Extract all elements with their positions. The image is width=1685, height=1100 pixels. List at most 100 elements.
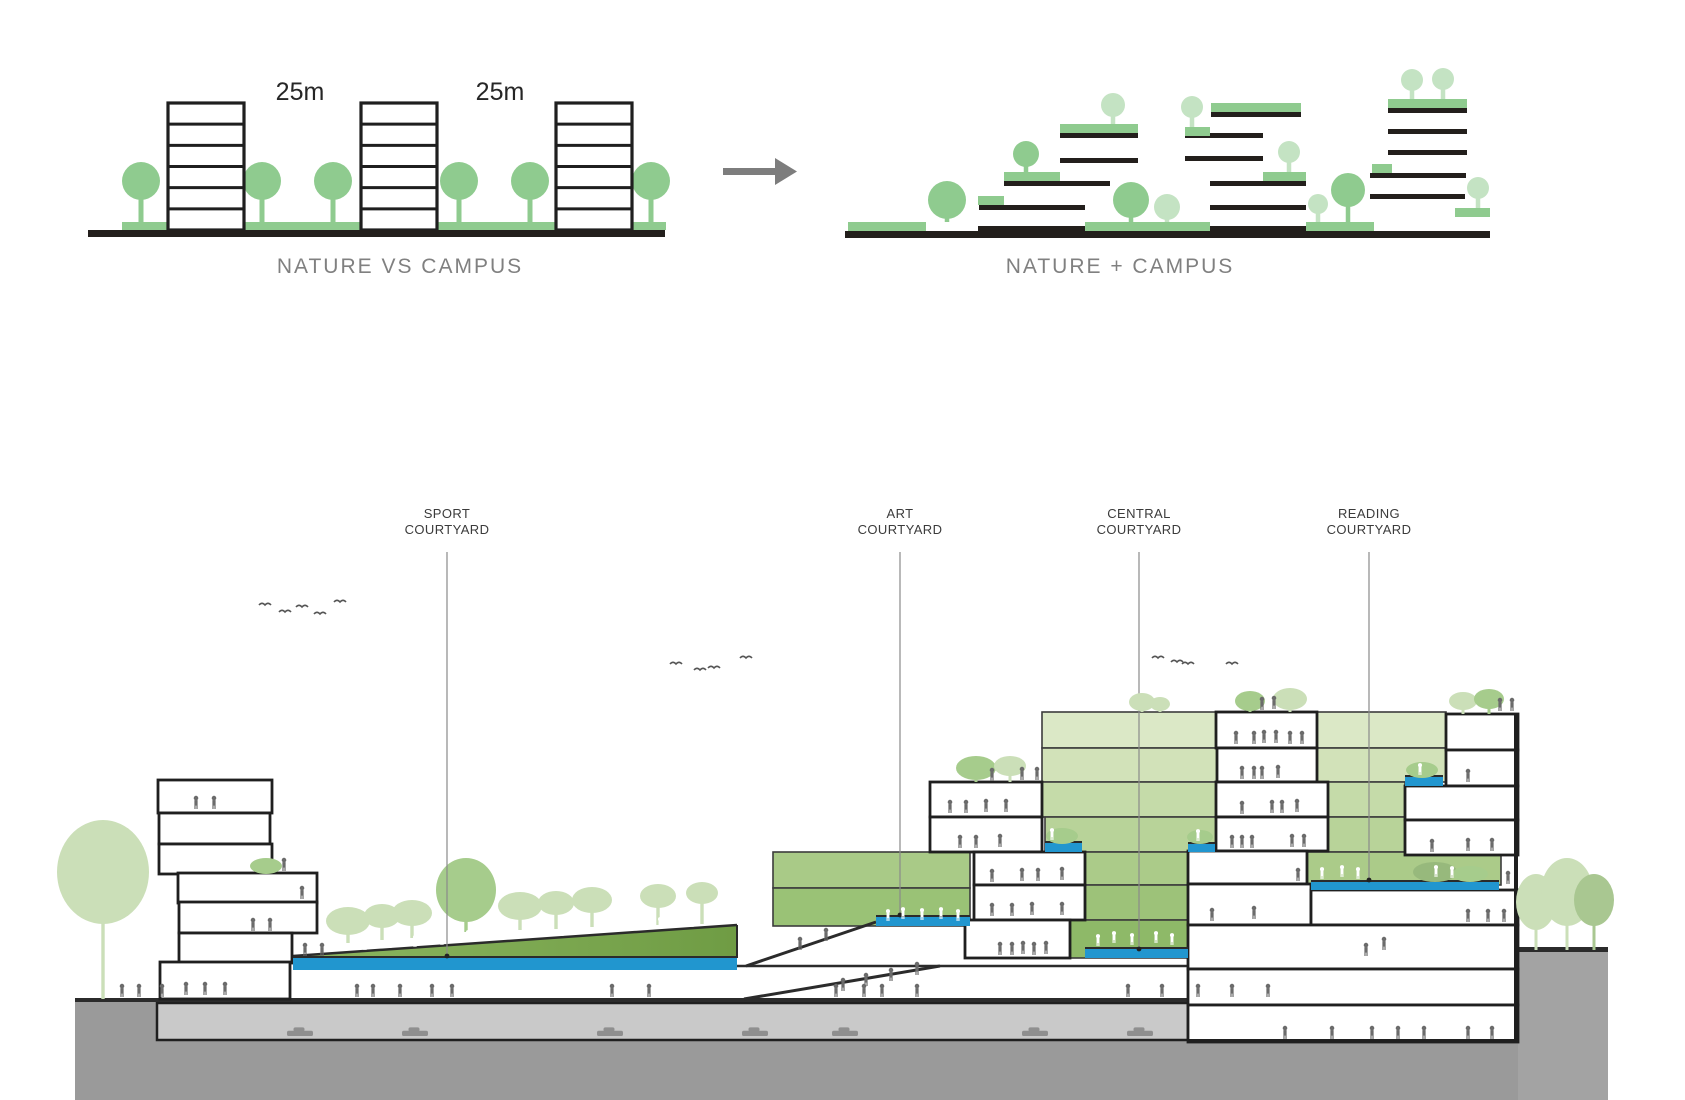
shape bbox=[212, 800, 216, 806]
shape bbox=[203, 986, 207, 992]
shape bbox=[590, 900, 594, 927]
shape bbox=[1260, 775, 1262, 779]
shape bbox=[184, 986, 188, 992]
tree-icon bbox=[1181, 96, 1203, 127]
shape bbox=[214, 805, 216, 809]
shape bbox=[917, 971, 919, 975]
shape bbox=[1489, 837, 1495, 843]
floor-box bbox=[1403, 784, 1520, 822]
terrace-bar bbox=[1004, 181, 1110, 186]
shape bbox=[413, 943, 415, 947]
shape bbox=[259, 181, 265, 222]
shape bbox=[939, 911, 943, 917]
floor-box bbox=[1186, 967, 1520, 1007]
shape bbox=[466, 938, 468, 942]
courtyard-leader-lines bbox=[444, 552, 1372, 959]
shape bbox=[160, 988, 164, 994]
grass-pad bbox=[1060, 124, 1138, 133]
shape bbox=[1252, 735, 1256, 741]
tree-icon bbox=[326, 907, 370, 943]
shape bbox=[120, 988, 124, 994]
shape bbox=[994, 756, 1026, 776]
shape bbox=[1450, 874, 1452, 878]
shape bbox=[826, 937, 828, 941]
person-icon bbox=[1049, 828, 1055, 840]
shape bbox=[689, 915, 695, 920]
terrace-bar bbox=[1185, 156, 1263, 161]
water-strips bbox=[293, 775, 1499, 970]
tree-icon bbox=[243, 162, 281, 222]
shape bbox=[1272, 809, 1274, 813]
shape bbox=[1490, 1035, 1492, 1039]
terrace-bar bbox=[1210, 205, 1306, 210]
shape bbox=[920, 912, 924, 918]
dimension-label-25m-2: 25m bbox=[475, 78, 525, 106]
shape bbox=[268, 922, 272, 928]
shape bbox=[596, 929, 598, 933]
bird-icon bbox=[313, 611, 327, 616]
shape bbox=[1187, 830, 1213, 844]
water-edge bbox=[1085, 947, 1188, 949]
tree-icon bbox=[436, 858, 496, 932]
shape bbox=[1230, 839, 1234, 845]
shape bbox=[956, 913, 960, 919]
shape bbox=[1381, 936, 1387, 942]
shape bbox=[841, 987, 843, 991]
tree-icon bbox=[632, 162, 670, 222]
shape bbox=[1259, 765, 1265, 771]
shape bbox=[646, 983, 652, 989]
shape bbox=[1406, 762, 1438, 778]
car-icon bbox=[832, 1027, 858, 1036]
tree-icon bbox=[1101, 93, 1125, 124]
green-terrace bbox=[1084, 884, 1189, 921]
shape bbox=[948, 804, 952, 810]
shape bbox=[862, 988, 866, 994]
shape bbox=[1498, 702, 1502, 708]
shape bbox=[1252, 775, 1254, 779]
shape bbox=[1498, 707, 1500, 711]
shape bbox=[657, 917, 663, 922]
shape bbox=[267, 917, 273, 923]
shape bbox=[1396, 1030, 1400, 1036]
shape bbox=[963, 799, 969, 805]
shape bbox=[1126, 988, 1130, 994]
terrace-bar bbox=[1060, 158, 1138, 163]
tree-icon bbox=[250, 858, 282, 874]
building-block bbox=[359, 101, 439, 232]
bird-icon bbox=[1225, 661, 1239, 666]
shape bbox=[250, 917, 256, 923]
shape bbox=[1010, 912, 1012, 916]
person-icon bbox=[938, 907, 944, 919]
shape bbox=[1130, 941, 1132, 945]
shape bbox=[1370, 1030, 1374, 1036]
tree-icon bbox=[538, 891, 574, 929]
shape bbox=[1030, 906, 1034, 912]
person-icon bbox=[1295, 867, 1301, 881]
shape bbox=[836, 993, 838, 997]
shape bbox=[990, 912, 992, 916]
shape bbox=[1418, 771, 1420, 775]
water-strip bbox=[1405, 777, 1443, 786]
shape bbox=[1060, 911, 1062, 915]
shape bbox=[1501, 908, 1507, 914]
shape bbox=[1490, 847, 1492, 851]
tree-icon bbox=[511, 162, 549, 222]
shape bbox=[440, 937, 444, 943]
shape bbox=[137, 993, 139, 997]
shape bbox=[1401, 69, 1423, 91]
shape bbox=[1239, 834, 1245, 840]
shape bbox=[886, 917, 888, 921]
shape bbox=[1270, 804, 1274, 810]
person-icon bbox=[1465, 1025, 1471, 1039]
shape bbox=[843, 987, 845, 991]
shape bbox=[1342, 873, 1344, 877]
person-icon bbox=[337, 939, 343, 951]
person-icon bbox=[983, 798, 989, 812]
shape bbox=[1037, 776, 1039, 780]
bird-icon bbox=[693, 667, 707, 672]
person-icon bbox=[1329, 1025, 1335, 1039]
shape bbox=[1486, 918, 1488, 922]
shape bbox=[1022, 877, 1024, 881]
shape bbox=[1356, 871, 1360, 877]
shape bbox=[700, 893, 704, 924]
